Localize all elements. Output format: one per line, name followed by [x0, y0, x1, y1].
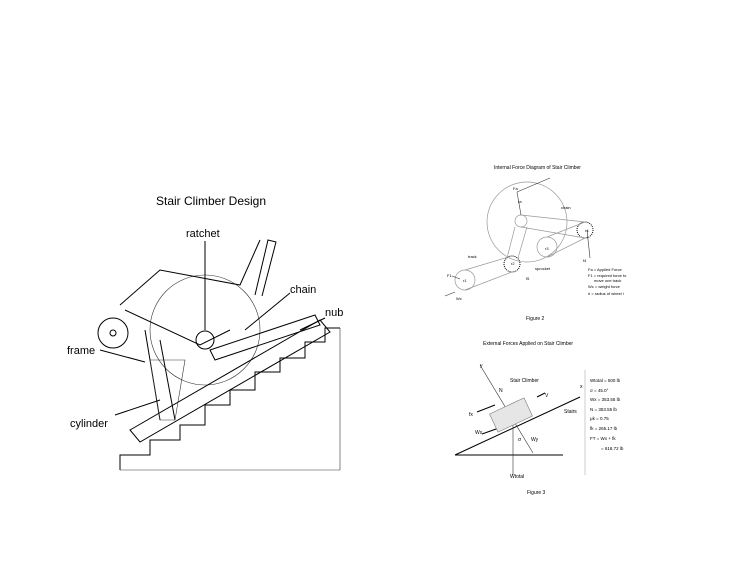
value-line: μk = 0.75	[590, 416, 609, 421]
label-cylinder: cylinder	[70, 418, 108, 430]
value-line: FT = Wx + fk	[590, 436, 616, 441]
label-ra: ra	[518, 199, 522, 204]
label-n: N	[499, 388, 503, 394]
label-fx: fx	[469, 412, 473, 418]
label-wx: Wx	[475, 430, 483, 436]
stairs-base	[120, 328, 341, 471]
label-r1: r1	[463, 278, 467, 283]
label-r4: r4	[585, 228, 589, 233]
figure-2-internal-force-diagram: Internal Force Diagram of Stair Climber …	[444, 165, 627, 322]
legend-line: ri = radius of wheel i	[588, 291, 624, 296]
incline-and-ground	[454, 396, 581, 456]
value-line: N = 353.55 lb	[590, 407, 617, 412]
label-y: y	[480, 363, 483, 369]
label-frame: frame	[67, 345, 95, 357]
small-wheel-hub	[109, 329, 117, 337]
small-wheel	[97, 317, 129, 349]
figure2-title: Internal Force Diagram of Stair Climber	[494, 165, 581, 171]
value-line: σ = 45.0°	[590, 388, 609, 393]
figure3-caption: Figure 3	[527, 490, 546, 496]
label-wy: Wy	[531, 437, 539, 443]
stair-climber-block	[489, 397, 533, 433]
legend-line: Fa = Applied Force	[588, 267, 622, 272]
label-nub: nub	[325, 307, 343, 319]
force-arrows	[444, 177, 591, 297]
figure-3-external-forces: External Forces Applied on Stair Climber…	[454, 341, 624, 496]
label-wc: Wc	[456, 296, 462, 301]
figure3-title: External Forces Applied on Stair Climber	[483, 341, 573, 347]
legend-line: Wc = weight force	[588, 284, 621, 289]
figure2-caption: Figure 2	[526, 316, 545, 322]
value-line: = 618.72 lb	[601, 446, 624, 451]
label-f4: f4	[583, 258, 587, 263]
chain-lines	[464, 214, 586, 291]
ratchet-circle	[514, 214, 528, 228]
ratchet-hub	[195, 330, 215, 350]
label-x: x	[580, 384, 583, 390]
lower-track	[129, 319, 331, 443]
large-gear	[486, 181, 568, 263]
figure2-legend: Fa = Applied Force F1 = required force t…	[588, 267, 627, 296]
handle	[254, 239, 277, 297]
label-theta: σ	[518, 437, 522, 443]
nub-leader	[299, 317, 326, 331]
cylinder-drawing	[149, 359, 186, 421]
frame-leader	[99, 349, 146, 363]
upper-track	[209, 314, 321, 361]
label-f1: F1	[447, 273, 452, 278]
cylinder-leader	[114, 399, 161, 416]
label-stairs: Stairs	[564, 409, 577, 415]
label-chain: chain	[290, 284, 316, 296]
left-figure-title: Stair Climber Design	[156, 194, 266, 208]
legend-line: F1 = required force to	[588, 273, 627, 278]
value-line: Wtotal = 500 lb	[590, 378, 621, 383]
frame-drawing	[119, 239, 261, 421]
label-track: track	[468, 254, 477, 259]
stair-climber-design-figure: Stair Climber Design ratchet chain nub f…	[67, 194, 343, 471]
label-r2: r2	[511, 261, 515, 266]
label-fa: Fa	[513, 186, 518, 191]
label-wtotal: Wtotal	[510, 474, 524, 480]
label-v: V	[545, 393, 549, 399]
label-sprocket: sprocket	[535, 266, 551, 271]
label-r3: r3	[545, 246, 549, 251]
value-line: Wx = 353.55 lb	[590, 397, 621, 402]
figure3-values: Wtotal = 500 lb σ = 45.0° Wx = 353.55 lb…	[590, 378, 624, 451]
label-chain-fig2: chain	[561, 205, 571, 210]
label-f5: f5	[526, 276, 530, 281]
legend-line: move one track	[594, 278, 621, 283]
label-stair-climber: Stair Climber	[510, 378, 539, 384]
stairs-drawing	[119, 327, 340, 470]
value-line: fk = 265.17 lb	[590, 426, 618, 431]
chain-leader	[244, 292, 291, 331]
label-ratchet: ratchet	[186, 228, 220, 240]
